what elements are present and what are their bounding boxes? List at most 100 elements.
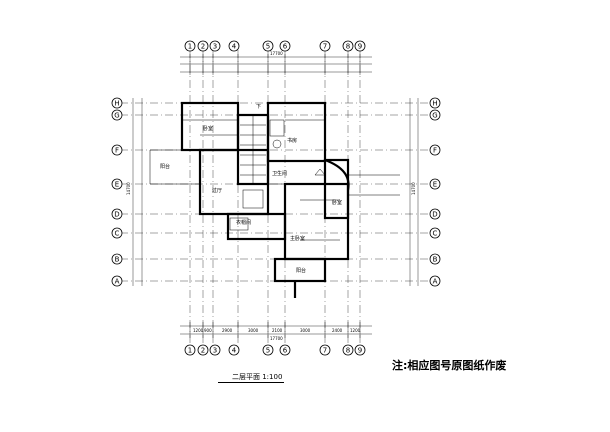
axis-bubble-top-6: 6	[279, 40, 291, 52]
top-dimension-lines: 17700	[180, 51, 372, 75]
svg-text:D: D	[432, 211, 437, 219]
axis-bubble-right-E: E	[429, 178, 441, 190]
svg-text:B: B	[433, 256, 438, 264]
axis-bubble-left-F: F	[111, 144, 123, 156]
svg-text:4: 4	[232, 43, 237, 51]
axis-bubble-right-D: D	[429, 208, 441, 220]
svg-text:E: E	[433, 181, 437, 189]
axis-bubble-right-H: H	[429, 97, 441, 109]
svg-text:8: 8	[346, 43, 350, 51]
axis-bubble-left-H: H	[111, 97, 123, 109]
axis-bubble-right-B: B	[429, 253, 441, 265]
svg-text:C: C	[433, 230, 438, 238]
interior-details	[149, 115, 400, 241]
axis-bubble-left-C: C	[111, 227, 123, 239]
left-axis-bubbles: H G F E D C B A	[111, 97, 123, 287]
upper-middle-block	[266, 101, 327, 163]
axis-bubble-bottom-2: 2	[197, 344, 209, 356]
axis-bubble-bottom-8: 8	[342, 344, 354, 356]
axis-bubble-bottom-4: 4	[228, 344, 240, 356]
bottom-dim-3: 2900	[222, 328, 233, 333]
axis-bubble-left-G: G	[111, 109, 123, 121]
axis-bubble-bottom-7: 7	[319, 344, 331, 356]
right-bay	[323, 158, 350, 220]
svg-text:5: 5	[266, 347, 270, 355]
axis-bubble-right-F: F	[429, 144, 441, 156]
bottom-dim-1: 1200	[193, 328, 204, 333]
svg-text:6: 6	[283, 43, 288, 51]
svg-text:5: 5	[266, 43, 270, 51]
svg-text:4: 4	[232, 347, 237, 355]
svg-text:F: F	[433, 147, 437, 155]
left-middle-block	[198, 148, 270, 216]
axis-bubble-left-B: B	[111, 253, 123, 265]
svg-text:F: F	[115, 147, 119, 155]
bottom-total-dimension: 17700	[270, 336, 283, 341]
axis-bubble-bottom-6: 6	[279, 344, 291, 356]
room-bedroom-2: 卧室	[332, 199, 342, 206]
right-total-dimension: 14700	[411, 182, 416, 195]
svg-text:1: 1	[188, 347, 192, 355]
svg-text:A: A	[115, 278, 120, 286]
axis-bubble-right-C: C	[429, 227, 441, 239]
svg-text:6: 6	[283, 347, 288, 355]
bottom-dim-4: 3000	[248, 328, 259, 333]
svg-text:E: E	[115, 181, 119, 189]
room-dressing: 衣帽间	[236, 219, 251, 226]
bottom-dim-8: 1200	[350, 328, 361, 333]
svg-text:7: 7	[323, 43, 327, 51]
axis-bubble-top-8: 8	[342, 40, 354, 52]
room-hall: 过厅	[212, 187, 222, 194]
room-labels: 卧室 过厅 书房 卧室 主卧室 卫生间 阳台 阳台 衣帽间 下	[160, 104, 342, 274]
svg-text:3: 3	[213, 43, 217, 51]
svg-text:C: C	[115, 230, 120, 238]
axis-bubble-top-5: 5	[262, 40, 274, 52]
vertical-grid-lines	[189, 50, 361, 345]
bottom-dim-5: 2100	[272, 328, 283, 333]
curved-bay-wall	[324, 158, 350, 191]
master-bedroom-wall	[283, 182, 350, 261]
room-balcony-1: 阳台	[160, 163, 170, 170]
svg-text:2: 2	[201, 43, 205, 51]
axis-bubble-right-A: A	[429, 275, 441, 287]
horizontal-grid-lines	[120, 102, 432, 282]
svg-text:9: 9	[358, 43, 362, 51]
svg-text:G: G	[114, 112, 119, 120]
svg-text:B: B	[115, 256, 120, 264]
top-total-dimension: 17700	[270, 51, 283, 56]
axis-bubble-bottom-1: 1	[184, 344, 196, 356]
bottom-dim-7: 2400	[332, 328, 343, 333]
room-master-bedroom: 主卧室	[290, 235, 305, 242]
svg-text:8: 8	[346, 347, 350, 355]
axis-bubble-left-E: E	[111, 178, 123, 190]
bottom-dim-2: 900	[204, 328, 212, 333]
room-balcony-2: 阳台	[296, 267, 306, 274]
room-bath: 卫生间	[272, 170, 287, 177]
room-study: 书房	[287, 137, 297, 144]
svg-text:D: D	[114, 211, 119, 219]
top-axis-bubbles: 1 2 3 4 5 6 7 8 9	[184, 40, 366, 52]
left-total-dimension: 14700	[126, 182, 131, 195]
axis-bubble-bottom-9: 9	[354, 344, 366, 356]
right-axis-bubbles: H G F E D C B A	[429, 97, 441, 287]
axis-bubble-top-7: 7	[319, 40, 331, 52]
axis-bubble-top-9: 9	[354, 40, 366, 52]
svg-text:7: 7	[323, 347, 327, 355]
stair-down-label: 下	[256, 104, 261, 110]
title-underline	[218, 382, 284, 383]
svg-text:1: 1	[188, 43, 192, 51]
bottom-dim-6: 3000	[300, 328, 311, 333]
svg-text:H: H	[114, 100, 119, 108]
svg-text:2: 2	[201, 347, 205, 355]
axis-bubble-top-2: 2	[197, 40, 209, 52]
bottom-balcony	[273, 257, 327, 283]
axis-bubble-top-4: 4	[228, 40, 240, 52]
bottom-dimension-lines: 1200 900 2900 3000 2100 3000 2400 1200 1…	[180, 322, 372, 341]
axis-bubble-left-D: D	[111, 208, 123, 220]
room-bedroom-1: 卧室	[203, 125, 213, 132]
drawing-title: 二层平面 1:100	[232, 373, 283, 381]
svg-text:H: H	[432, 100, 437, 108]
building-walls	[180, 101, 350, 298]
bottom-axis-bubbles: 1 2 3 4 5 6 7 8 9	[184, 344, 366, 356]
